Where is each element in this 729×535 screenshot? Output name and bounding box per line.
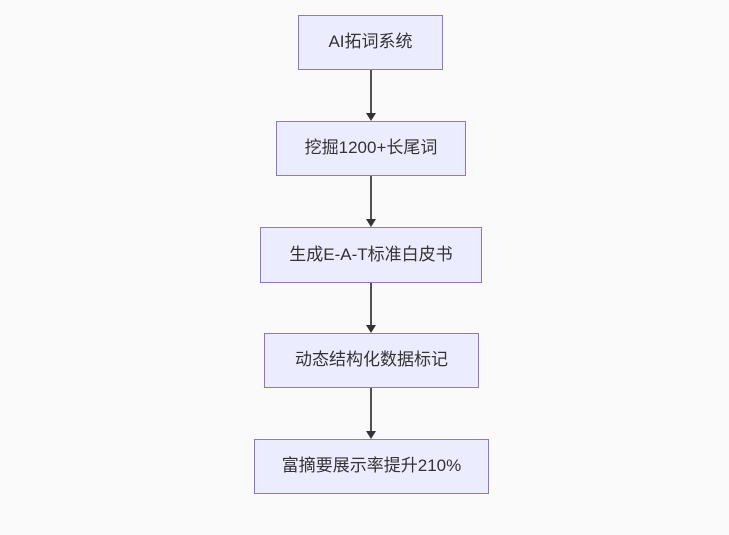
- flow-node-structured-data-markup: 动态结构化数据标记: [264, 333, 479, 388]
- flow-edge-c-to-d: [365, 283, 377, 333]
- flow-edge-a-to-b: [365, 70, 377, 121]
- arrowhead-down-icon: [366, 219, 376, 227]
- flow-edge-b-to-c: [365, 176, 377, 227]
- arrowhead-down-icon: [366, 325, 376, 333]
- flow-node-label: AI拓词系统: [328, 32, 413, 52]
- flow-node-longtail-mining: 挖掘1200+长尾词: [276, 121, 466, 176]
- edge-line: [370, 388, 372, 436]
- flow-node-rich-snippet-uplift: 富摘要展示率提升210%: [254, 439, 489, 494]
- flow-node-label: 富摘要展示率提升210%: [281, 456, 462, 476]
- edge-line: [370, 70, 372, 118]
- edge-line: [370, 176, 372, 224]
- flow-node-eat-whitepaper: 生成E-A-T标准白皮书: [260, 227, 482, 283]
- edge-line: [370, 283, 372, 330]
- flow-node-label: 挖掘1200+长尾词: [304, 138, 438, 158]
- flow-node-label: 生成E-A-T标准白皮书: [289, 244, 453, 264]
- flow-node-label: 动态结构化数据标记: [295, 350, 448, 370]
- flow-node-ai-keyword-system: AI拓词系统: [298, 15, 443, 70]
- flow-edge-d-to-e: [365, 388, 377, 439]
- arrowhead-down-icon: [366, 113, 376, 121]
- arrowhead-down-icon: [366, 431, 376, 439]
